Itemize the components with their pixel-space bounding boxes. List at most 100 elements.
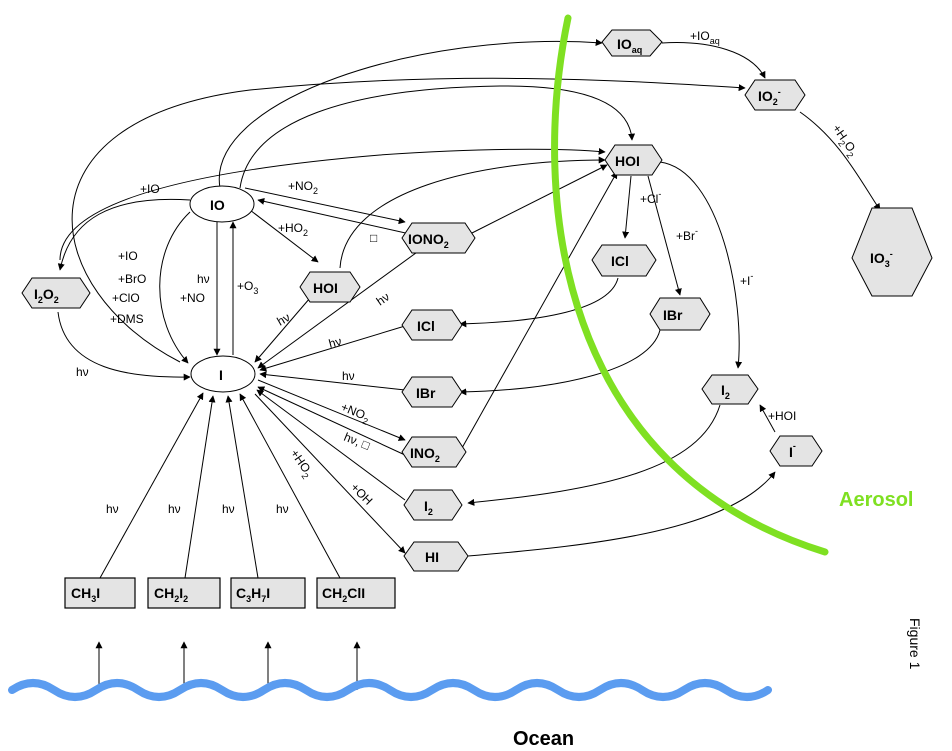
source-c3h7i: C3H7I <box>230 577 306 609</box>
arrow-io-to-iono2 <box>244 187 406 225</box>
label-io-reactant-1: +IO <box>118 249 138 263</box>
arrow-i2o2-to-i <box>57 311 191 381</box>
ocean-label: Ocean <box>513 728 574 746</box>
label-hv-src-2: hν <box>168 502 181 516</box>
svg-text:CH2I2: CH2I2 <box>154 585 188 604</box>
label-plus-io: +IO <box>140 182 160 196</box>
arrow-c3h7i-to-i <box>225 395 259 579</box>
arrow-aericl-to-icl <box>459 277 619 328</box>
svg-text:IO3-: IO3- <box>870 249 893 269</box>
svg-text:CH3I: CH3I <box>71 585 100 604</box>
label-plus-ho2-io: +HO2 <box>278 221 308 238</box>
arrow-ino2-to-aer-hoi <box>461 171 618 449</box>
svg-text:ICl: ICl <box>611 253 629 269</box>
label-hv-i2o2: hν <box>76 365 89 379</box>
node-io2-minus: IO2- <box>744 79 806 111</box>
svg-text:I2: I2 <box>424 498 433 517</box>
node-i2-aerosol: I2 <box>701 374 759 405</box>
svg-text:HOI: HOI <box>313 280 338 296</box>
label-hv-src-3: hν <box>222 502 235 516</box>
svg-text:I2O2: I2O2 <box>34 286 59 305</box>
arrow-i2o2-to-aer-hoi <box>59 147 606 261</box>
arrow-ch2i2-to-i <box>184 395 216 579</box>
arrow-io-to-i2o2 <box>57 198 191 271</box>
label-plus-no: +NO <box>180 291 205 305</box>
label-plus-no2-ino2: +NO2 <box>338 400 372 427</box>
svg-text:IBr: IBr <box>663 307 683 323</box>
arrow-ioaq-to-io2m <box>661 42 766 79</box>
arrow-hoi-to-i <box>254 297 311 363</box>
node-iminus-aerosol: I- <box>769 435 823 467</box>
node-ibr: IBr <box>401 376 463 408</box>
node-ino2: INO2 <box>401 436 467 468</box>
arrow-iono2-to-aer-hoi <box>469 164 608 235</box>
svg-text:ICl: ICl <box>417 318 435 334</box>
label-hv-ibr: hν <box>342 369 355 383</box>
aerosol-label: Aerosol <box>839 489 913 511</box>
arrow-i-to-hi <box>254 393 406 554</box>
arrow-iono2-to-io <box>257 197 411 235</box>
arrow-io-to-aer-hoi <box>239 85 636 189</box>
arrow-iono2-to-i <box>257 249 421 369</box>
svg-text:IOaq: IOaq <box>617 36 642 55</box>
label-iono2-box: □ <box>370 231 377 245</box>
arrow-io-to-ioaq <box>218 39 603 189</box>
svg-text:I-: I- <box>789 441 796 460</box>
arrow-i-to-ino2 <box>257 379 406 441</box>
label-hv-hoi: hν <box>275 310 293 328</box>
arrow-aeribr-to-ibr <box>459 329 661 396</box>
svg-text:I: I <box>219 367 223 383</box>
svg-text:IO: IO <box>210 197 225 213</box>
node-icl: ICl <box>401 309 463 341</box>
arrow-icl-to-i <box>259 325 406 372</box>
arrow-ibr-to-i <box>259 371 406 391</box>
arrow-hi-to-aerim <box>467 471 776 557</box>
svg-text:IO2-: IO2- <box>758 87 781 107</box>
label-plus-hoi: +HOI <box>768 409 796 423</box>
aerosol-boundary <box>551 14 829 556</box>
label-hv-src-1: hν <box>106 502 119 516</box>
reaction-arrows <box>57 39 881 690</box>
source-ch2cli: CH2ClI <box>316 577 396 609</box>
node-hoi: HOI <box>299 271 361 303</box>
label-hv-ino2: hν, □ <box>342 430 372 453</box>
figure-label: Figure 1 <box>907 618 923 670</box>
node-icl-aerosol: ICl <box>591 244 657 277</box>
label-io-reactant-3: +ClO <box>112 291 140 305</box>
svg-text:IBr: IBr <box>416 385 436 401</box>
arrow-ch3i-to-i <box>99 392 204 579</box>
label-hv-src-4: hν <box>276 502 289 516</box>
svg-text:HI: HI <box>425 549 439 565</box>
label-plus-ho2-rot: +HO2 <box>285 447 316 481</box>
arrow-ch2cli-to-i <box>239 393 341 579</box>
svg-text:HOI: HOI <box>615 153 640 169</box>
label-io-reactant-2: +BrO <box>118 272 146 286</box>
source-ch2i2: CH2I2 <box>147 577 221 609</box>
node-i: I <box>190 355 256 393</box>
label-plus-no2-io: +NO2 <box>288 179 318 196</box>
label-io-reactant-4: +DMS <box>110 312 144 326</box>
label-hv-iono2: hν <box>374 290 392 309</box>
arrow-i2-to-i <box>256 389 406 501</box>
arrow-io-to-i-curved <box>159 211 191 364</box>
label-plus-io-aq: +IOaq <box>690 29 720 46</box>
label-plus-br: +Br- <box>676 226 698 243</box>
arrow-aerhoi-to-aeri2 <box>659 161 743 369</box>
svg-text:IONO2: IONO2 <box>408 231 449 250</box>
label-plus-oh: +OH <box>348 480 376 508</box>
svg-text:C3H7I: C3H7I <box>236 585 270 604</box>
reaction-labels: +IOaq +H2O2 +IO +NO2 +HO2 □ +Cl- +Br- +I… <box>76 29 858 516</box>
arrow-ino2-to-i <box>257 386 406 456</box>
label-hv-io: hν <box>197 272 210 286</box>
node-ibr-aerosol: IBr <box>649 297 711 331</box>
svg-text:I2: I2 <box>721 382 730 401</box>
arrow-aeri2-to-i2 <box>467 404 721 506</box>
node-io: IO <box>189 185 255 223</box>
ocean-wave <box>8 679 772 701</box>
node-hi: HI <box>403 541 469 572</box>
node-io3-minus: IO3- <box>851 207 933 297</box>
label-hv-icl: hν <box>327 334 343 351</box>
source-ch3i: CH3I <box>64 577 136 609</box>
